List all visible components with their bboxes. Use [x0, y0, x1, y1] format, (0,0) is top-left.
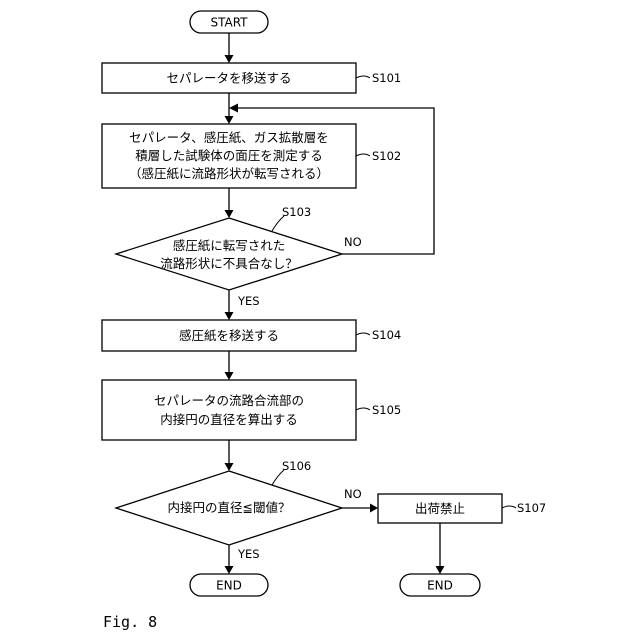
arrowhead-s106-s107	[370, 504, 378, 513]
step-s107: 出荷禁止 S107	[378, 494, 546, 523]
decision-s103-no-label: NO	[344, 235, 362, 249]
step-s101: セパレータを移送する S101	[102, 63, 401, 93]
step-s105-leader	[356, 408, 370, 410]
step-s105-line-1: セパレータの流路合流部の	[154, 393, 304, 408]
figure-caption: Fig. 8	[103, 613, 157, 631]
step-s107-text: 出荷禁止	[415, 501, 465, 516]
step-s105-id: S105	[372, 403, 401, 417]
decision-s103: 感圧紙に転写された 流路形状に不具合なし？ S103 NO YES	[116, 205, 362, 308]
decision-s106-id: S106	[282, 459, 311, 473]
arrowhead-s106-end	[225, 566, 234, 574]
decision-s103-id: S103	[282, 205, 311, 219]
arrowhead-s101-s102	[225, 116, 234, 124]
step-s104-id: S104	[372, 328, 401, 342]
arrowhead-s103-s104	[225, 312, 234, 320]
end-terminal-left: END	[190, 574, 268, 596]
step-s102-id: S102	[372, 149, 401, 163]
step-s107-id: S107	[517, 501, 546, 515]
decision-s103-yes-label: YES	[237, 294, 260, 308]
decision-s106: 内接円の直径≦閾値？ S106 NO YES	[116, 459, 362, 561]
decision-s103-line-2: 流路形状に不具合なし？	[160, 256, 298, 271]
arrowhead-s105-s106	[225, 463, 234, 471]
step-s104: 感圧紙を移送する S104	[102, 320, 401, 351]
arrowhead-s103-no-loop	[229, 104, 238, 113]
step-s102-line-3: （感圧紙に流路形状が転写される）	[129, 166, 329, 181]
arrowhead-s104-s105	[225, 372, 234, 380]
step-s104-text: 感圧紙を移送する	[179, 328, 279, 343]
arrowhead-s107-end	[436, 566, 445, 574]
step-s105: セパレータの流路合流部の 内接円の直径を算出する S105	[102, 380, 401, 440]
start-terminal: START	[190, 11, 268, 33]
step-s102: セパレータ、感圧紙、ガス拡散層を 積層した試験体の面圧を測定する （感圧紙に流路…	[102, 124, 401, 188]
end-terminal-right: END	[400, 574, 480, 596]
step-s102-line-2: 積層した試験体の面圧を測定する	[135, 148, 323, 163]
start-label: START	[210, 16, 248, 30]
step-s101-id: S101	[372, 71, 401, 85]
step-s101-leader	[356, 76, 370, 78]
decision-s106-no-label: NO	[344, 487, 362, 501]
step-s102-line-1: セパレータ、感圧紙、ガス拡散層を	[129, 130, 329, 145]
arrowhead-start-s101	[225, 55, 234, 63]
step-s105-line-2: 内接円の直径を算出する	[160, 412, 298, 427]
decision-s103-line-1: 感圧紙に転写された	[173, 238, 286, 253]
decision-s106-text: 内接円の直径≦閾値？	[168, 500, 291, 515]
step-s101-text: セパレータを移送する	[166, 71, 291, 86]
end-left-label: END	[216, 579, 242, 593]
step-s102-leader	[356, 154, 370, 156]
step-s107-leader	[502, 506, 516, 508]
decision-s106-yes-label: YES	[237, 547, 260, 561]
end-right-label: END	[427, 579, 453, 593]
step-s104-leader	[356, 333, 370, 335]
arrowhead-s102-s103	[225, 210, 234, 218]
